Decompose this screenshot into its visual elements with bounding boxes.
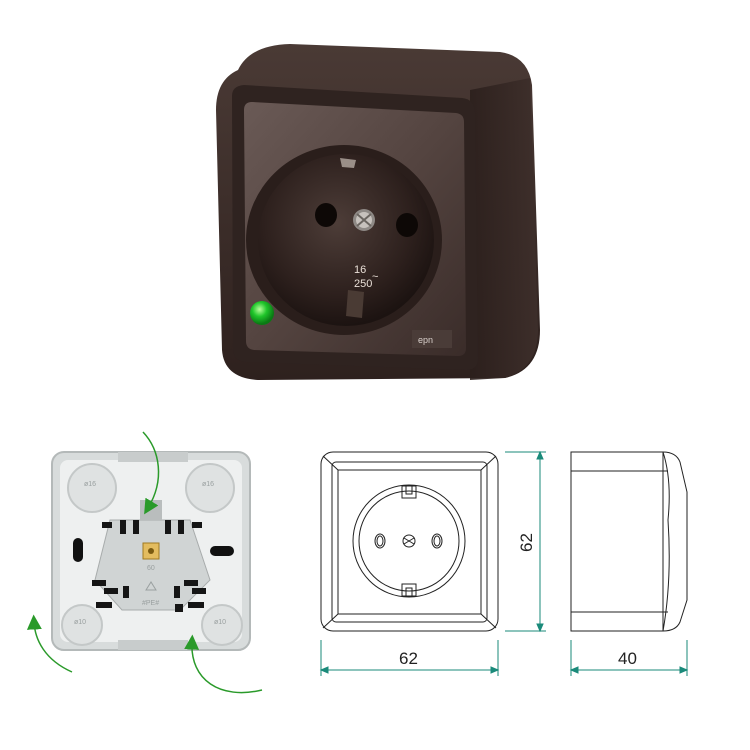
side-slot-right xyxy=(210,546,234,556)
hole-label-bl: ø10 xyxy=(74,619,86,626)
rating-symbol: ~ xyxy=(372,271,378,283)
dimension-lines-side xyxy=(569,640,689,676)
indicator-led xyxy=(250,301,274,325)
ground-clip-bottom xyxy=(346,290,364,318)
side-slot-left xyxy=(73,538,83,562)
width-dimension: 62 xyxy=(399,649,418,668)
rotate-arrow-right xyxy=(184,634,263,694)
pin-hole-left xyxy=(315,203,337,227)
mount-hole-br xyxy=(201,604,243,646)
brand-logo: epn xyxy=(418,335,433,345)
center-label: 60 xyxy=(147,565,155,572)
rating-volts: 250 xyxy=(354,278,372,290)
depth-dimension: 40 xyxy=(618,649,637,668)
mark-label: #PE# xyxy=(142,600,159,607)
dimension-lines-front xyxy=(319,450,546,676)
drawing-socket-inner xyxy=(358,490,460,592)
height-dimension: 62 xyxy=(517,533,536,552)
pin-hole-right xyxy=(396,213,418,237)
hole-label-br: ø10 xyxy=(214,619,226,626)
back-view: ø16 ø16 ø10 ø10 60 #PE# xyxy=(26,431,263,694)
insert-arrow xyxy=(142,431,160,515)
mount-hole-bl xyxy=(61,604,103,646)
ground-clip-top xyxy=(340,158,356,168)
side-drawing xyxy=(570,451,688,632)
socket-photo: 16 ~ 250 epn xyxy=(216,44,540,380)
brand-logo-badge xyxy=(412,330,452,348)
mount-hole-tl xyxy=(67,463,117,513)
hole-label-tr: ø16 xyxy=(202,481,214,488)
mount-hole-tr xyxy=(185,463,235,513)
front-drawing xyxy=(320,451,499,632)
drawing-socket-outer xyxy=(352,484,466,598)
rotate-arrow-left xyxy=(26,614,73,673)
rating-amps: 16 xyxy=(354,264,366,276)
hole-label-tl: ø16 xyxy=(84,481,96,488)
